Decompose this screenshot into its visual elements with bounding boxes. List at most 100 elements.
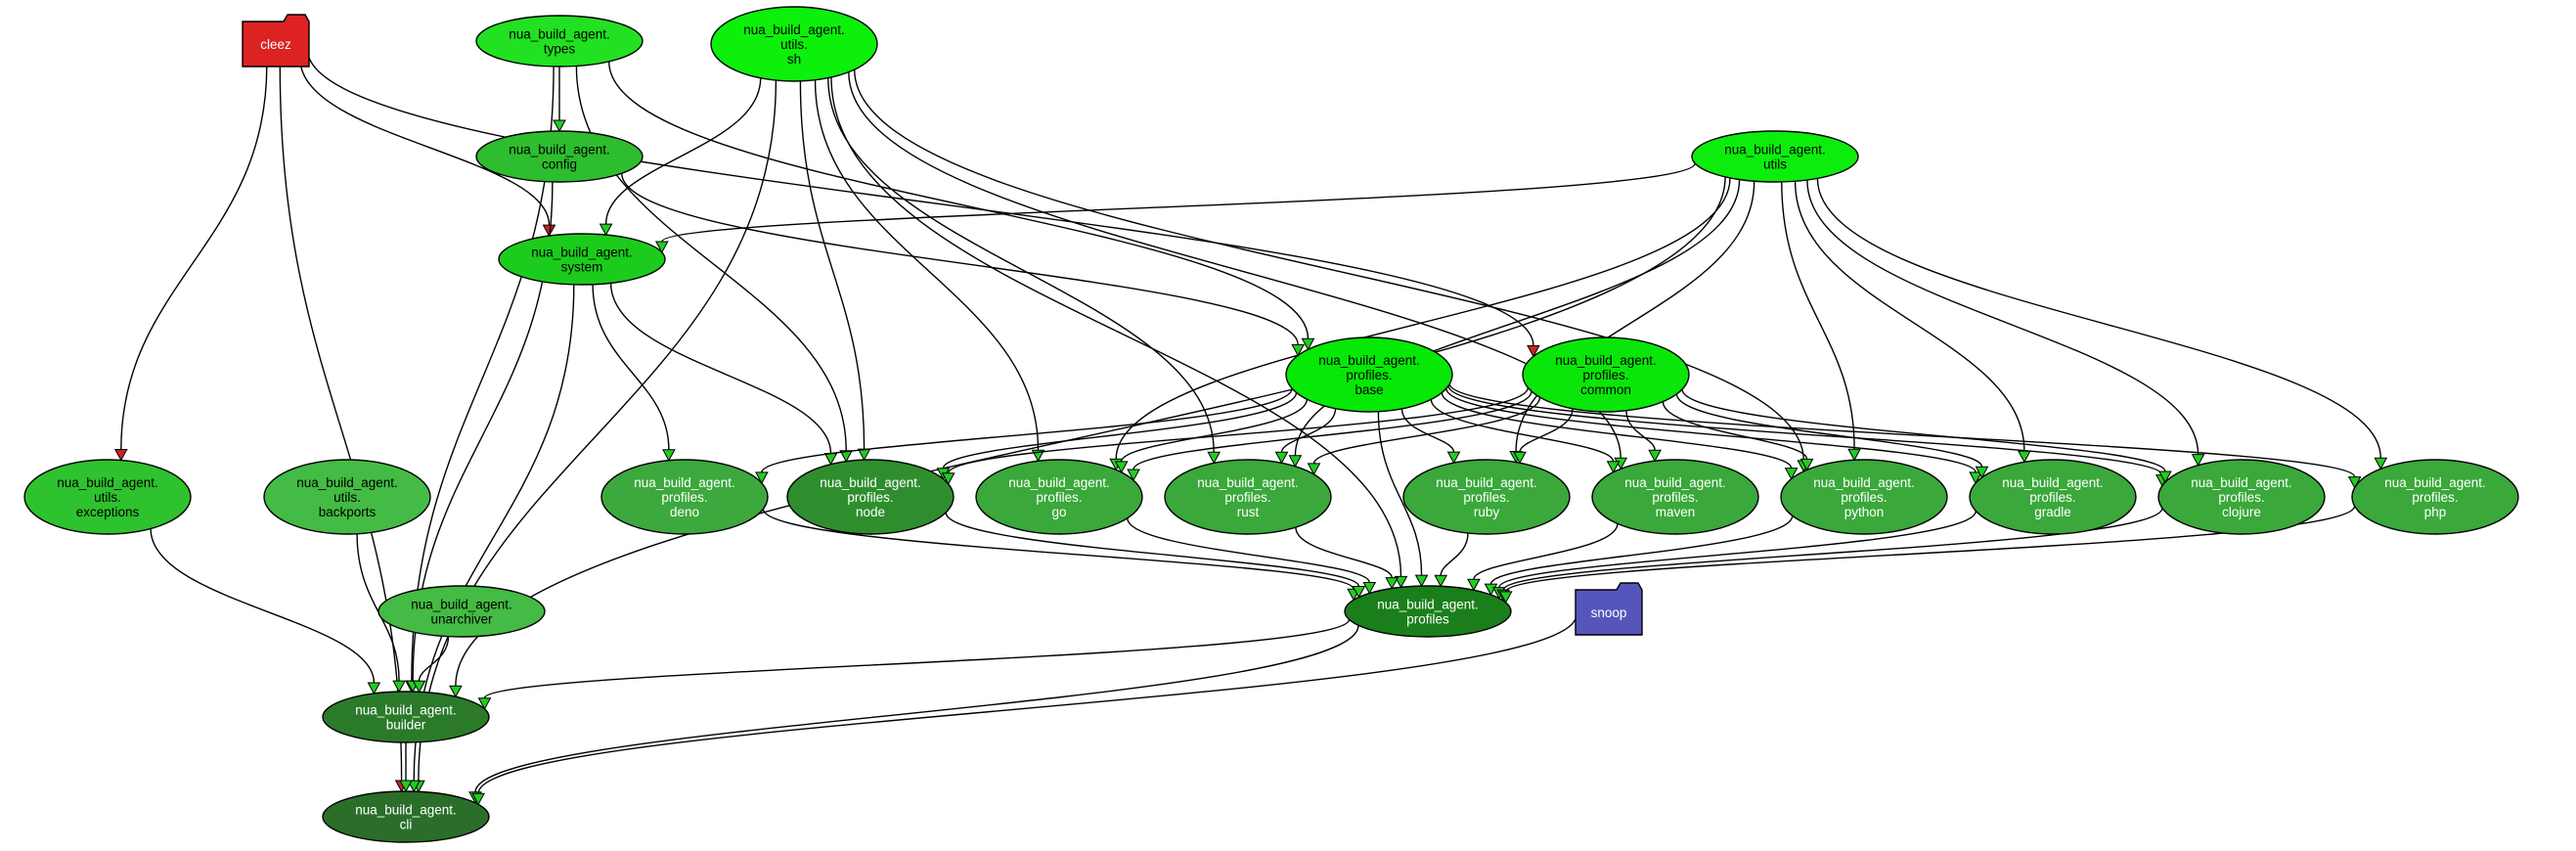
node-ellipse bbox=[322, 691, 490, 743]
edge-line bbox=[854, 69, 1804, 461]
node-label-line: nua_build_agent. bbox=[1624, 475, 1726, 490]
edge-line bbox=[1625, 410, 1656, 451]
edge-unarchiver-to-builder bbox=[412, 636, 450, 694]
edge-profiles_common-to-profiles_node bbox=[941, 387, 1529, 485]
edge-line bbox=[477, 614, 1577, 794]
node-utils-backports[interactable]: nua_build_agent.utils.backports bbox=[263, 459, 431, 535]
arrowhead-icon bbox=[1127, 469, 1140, 482]
node-label-line: utils. bbox=[333, 490, 361, 505]
arrowhead-icon bbox=[755, 471, 769, 484]
arrowhead-icon bbox=[471, 792, 485, 806]
arrowhead-icon bbox=[407, 780, 422, 793]
node-label-line: snoop bbox=[1591, 605, 1627, 620]
node-label-line: ruby bbox=[1474, 505, 1500, 519]
node-ellipse bbox=[1402, 459, 1571, 535]
edge-profiles_node-to-profiles bbox=[945, 512, 1366, 599]
edge-cleez-to-system bbox=[299, 58, 556, 238]
node-profiles-base[interactable]: nua_build_agent.profiles.base bbox=[1285, 336, 1453, 413]
edge-utils_sh-to-cli bbox=[412, 80, 777, 793]
arrowhead-icon bbox=[367, 682, 381, 695]
edge-line bbox=[455, 176, 1726, 687]
node-profiles-node[interactable]: nua_build_agent.profiles.node bbox=[786, 459, 955, 535]
edge-profiles_base-to-profiles_rust bbox=[1274, 408, 1337, 465]
edge-line bbox=[1430, 399, 1615, 462]
edge-line bbox=[279, 66, 403, 782]
edges-layer bbox=[113, 49, 2388, 806]
node-label-line: maven bbox=[1656, 505, 1696, 519]
node-ellipse bbox=[2351, 459, 2519, 535]
node-profiles-gradle[interactable]: nua_build_agent.profiles.gradle bbox=[1969, 459, 2137, 535]
edge-utils_sh-to-profiles bbox=[830, 76, 1408, 589]
node-label-line: builder bbox=[386, 718, 426, 733]
edge-utils_sh-to-profiles_node bbox=[799, 80, 871, 462]
node-label-line: utils. bbox=[780, 37, 808, 52]
node-ellipse bbox=[2157, 459, 2326, 535]
edge-line bbox=[830, 76, 1402, 577]
edge-profiles_common-to-profiles_clojure bbox=[1681, 388, 2172, 484]
node-config[interactable]: nua_build_agent.config bbox=[475, 130, 644, 183]
node-profiles-deno[interactable]: nua_build_agent.profiles.deno bbox=[600, 459, 769, 535]
arrowhead-icon bbox=[1513, 451, 1527, 465]
edge-line bbox=[1295, 526, 1393, 578]
arrowhead-icon bbox=[2018, 450, 2031, 464]
nodes-layer: cleez snoop nua_build_agent.types nua_build… bbox=[23, 6, 2519, 843]
node-ellipse bbox=[600, 459, 769, 535]
node-profiles[interactable]: nua_build_agent.profiles bbox=[1344, 585, 1512, 638]
node-builder[interactable]: nua_build_agent.builder bbox=[322, 691, 490, 743]
node-label-line: nua_build_agent. bbox=[531, 246, 633, 260]
node-label-line: nua_build_agent. bbox=[743, 22, 845, 37]
node-label-line: profiles. bbox=[1346, 368, 1392, 382]
edge-utils-to-system bbox=[654, 162, 1696, 254]
node-unarchiver[interactable]: nua_build_agent.unarchiver bbox=[378, 585, 546, 638]
node-label-line: nua_build_agent. bbox=[634, 475, 735, 490]
node-profiles-python[interactable]: nua_build_agent.profiles.python bbox=[1780, 459, 1948, 535]
node-profiles-ruby[interactable]: nua_build_agent.profiles.ruby bbox=[1402, 459, 1571, 535]
node-system[interactable]: nua_build_agent.system bbox=[498, 233, 666, 286]
node-utils[interactable]: nua_build_agent.utils bbox=[1691, 130, 1859, 183]
node-label-line: gradle bbox=[2034, 505, 2071, 519]
node-ellipse bbox=[1591, 459, 1759, 535]
arrowhead-icon bbox=[941, 472, 955, 485]
edge-utils_exceptions-to-builder bbox=[150, 528, 381, 695]
edge-profiles-to-cli bbox=[468, 625, 1359, 804]
node-label-line: nua_build_agent. bbox=[2191, 475, 2292, 490]
edge-line bbox=[1781, 181, 1855, 450]
node-utils-exceptions[interactable]: nua_build_agent.utils.exceptions bbox=[23, 459, 192, 535]
edge-utils-to-profiles_php bbox=[1816, 178, 2388, 470]
node-label-line: nua_build_agent. bbox=[2002, 475, 2104, 490]
node-label-line: cleez bbox=[260, 37, 291, 52]
node-label-line: clojure bbox=[2222, 505, 2261, 519]
edge-line bbox=[150, 528, 376, 684]
node-profiles-php[interactable]: nua_build_agent.profiles.php bbox=[2351, 459, 2519, 535]
arrowhead-icon bbox=[1352, 586, 1366, 599]
node-cli[interactable]: nua_build_agent.cli bbox=[322, 790, 490, 843]
node-types[interactable]: nua_build_agent.types bbox=[475, 15, 644, 67]
edge-utils-to-profiles_clojure bbox=[1806, 179, 2205, 467]
edge-line bbox=[1806, 179, 2199, 455]
arrowhead-icon bbox=[399, 780, 413, 793]
edge-line bbox=[1440, 532, 1469, 576]
edge-line bbox=[1280, 408, 1337, 453]
node-ellipse bbox=[263, 459, 431, 535]
node-cleez[interactable]: cleez bbox=[242, 14, 310, 67]
node-label-line: nua_build_agent. bbox=[411, 598, 512, 612]
node-profiles-go[interactable]: nua_build_agent.profiles.go bbox=[975, 459, 1143, 535]
edge-line bbox=[814, 79, 1040, 451]
node-profiles-common[interactable]: nua_build_agent.profiles.common bbox=[1522, 336, 1690, 413]
arrowhead-icon bbox=[1207, 451, 1221, 465]
arrowhead-icon bbox=[2374, 457, 2388, 470]
edge-line bbox=[1502, 508, 2163, 591]
node-snoop[interactable]: snoop bbox=[1575, 582, 1643, 636]
node-label-line: nua_build_agent. bbox=[1318, 353, 1420, 368]
node-profiles-maven[interactable]: nua_build_agent.profiles.maven bbox=[1591, 459, 1759, 535]
arrowhead-icon bbox=[654, 241, 669, 254]
node-label-line: base bbox=[1355, 382, 1383, 397]
edge-profiles_common-to-profiles_maven bbox=[1625, 410, 1662, 463]
edge-utils-to-builder bbox=[449, 176, 1726, 698]
arrowhead-icon bbox=[1434, 574, 1448, 588]
node-profiles-rust[interactable]: nua_build_agent.profiles.rust bbox=[1164, 459, 1332, 535]
node-utils-sh[interactable]: nua_build_agent.utils.sh bbox=[710, 6, 878, 82]
edge-line bbox=[621, 173, 1299, 345]
edge-line bbox=[1505, 506, 2356, 593]
node-profiles-clojure[interactable]: nua_build_agent.profiles.clojure bbox=[2157, 459, 2326, 535]
